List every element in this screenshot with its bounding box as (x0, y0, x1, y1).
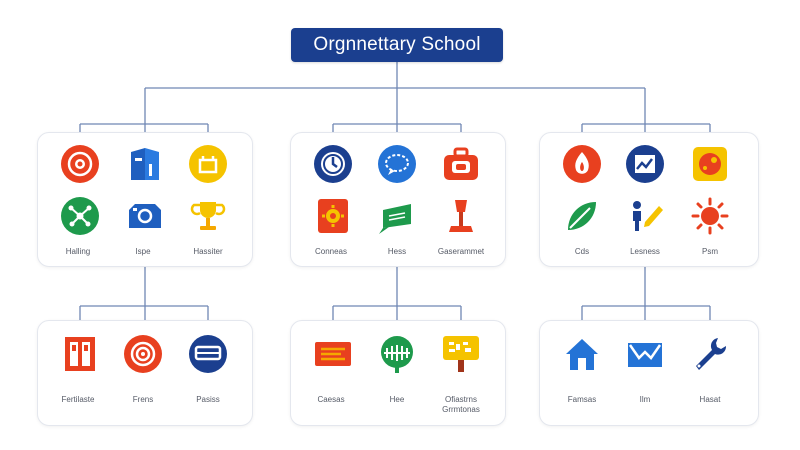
diagram-title: Orgnnettary School (291, 28, 503, 62)
document-icon (125, 144, 165, 184)
book-icon (377, 196, 417, 236)
item-label: Hee (389, 395, 405, 404)
item-label: Pasiss (196, 395, 220, 404)
item-label: Hassiter (193, 247, 223, 256)
door-icon (60, 334, 100, 374)
item-label: Caesas (317, 395, 345, 404)
item-label: Ofiastrns Grrmtonas (442, 395, 480, 414)
person-pencil-icon (625, 196, 665, 236)
item-label: Psm (702, 247, 718, 256)
globe-icon (377, 334, 417, 374)
flame-icon (562, 144, 602, 184)
briefcase-icon (441, 144, 481, 184)
gear-card-icon (313, 196, 353, 236)
item-label: Gaserammet (437, 247, 485, 256)
list-card-icon (313, 334, 353, 374)
network-icon (60, 196, 100, 236)
wrench-icon (690, 334, 730, 374)
item-label: Hess (387, 247, 407, 256)
chart-icon (625, 144, 665, 184)
item-label: Famsas (567, 395, 597, 404)
panel-bottom-right (539, 320, 759, 426)
item-label: Hasat (699, 395, 721, 404)
item-label: Fertilaste (61, 395, 95, 404)
leaf-icon (562, 196, 602, 236)
item-label: Ispe (135, 247, 151, 256)
sun-icon (690, 196, 730, 236)
camera-icon (125, 196, 165, 236)
bus-icon (188, 334, 228, 374)
palette-icon (690, 144, 730, 184)
item-label: Cds (574, 247, 590, 256)
bag-icon (188, 144, 228, 184)
podium-icon (441, 196, 481, 236)
item-label: Lesness (630, 247, 660, 256)
item-label: Ilm (639, 395, 651, 404)
house-icon (562, 334, 602, 374)
spiral-icon (123, 334, 163, 374)
envelope-icon (625, 334, 665, 374)
target-icon (60, 144, 100, 184)
item-label: Conneas (314, 247, 348, 256)
clock-icon (313, 144, 353, 184)
chat-icon (377, 144, 417, 184)
trophy-icon (188, 196, 228, 236)
item-label: Halling (65, 247, 91, 256)
signboard-icon (441, 334, 481, 374)
item-label: Frens (132, 395, 154, 404)
